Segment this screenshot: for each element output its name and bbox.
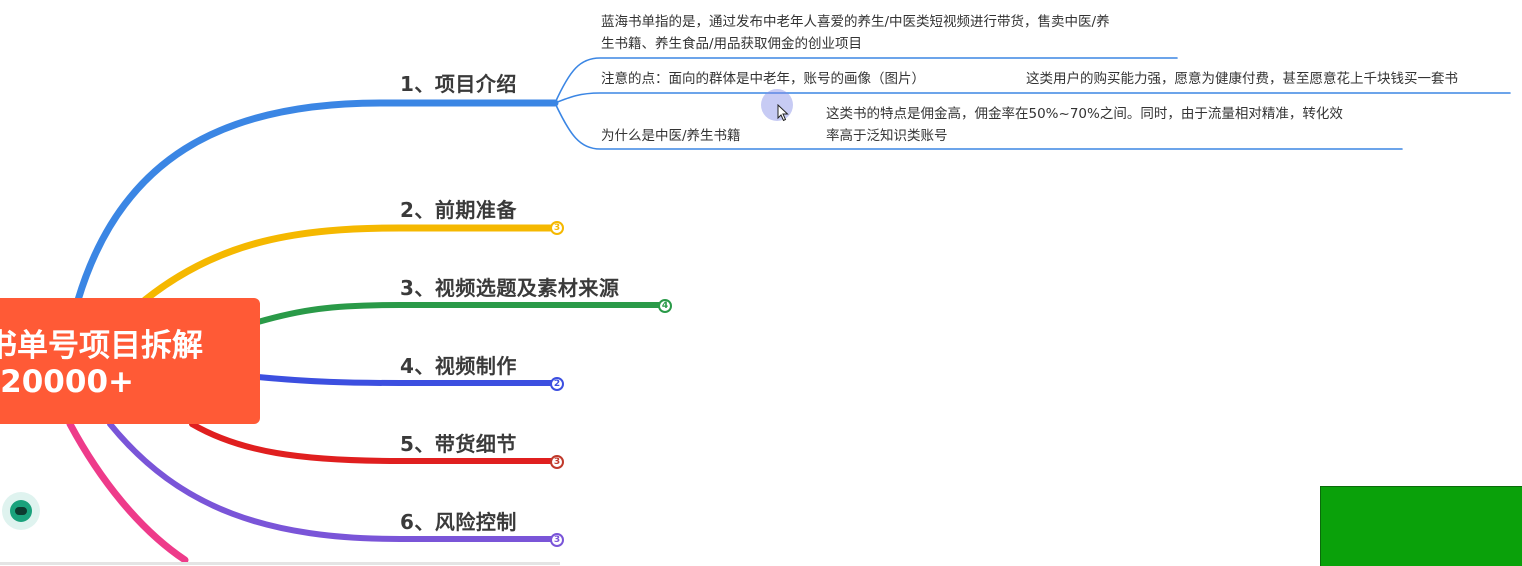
cursor-arrow-icon: [777, 104, 789, 122]
why-note-connector: [554, 102, 1403, 150]
branch-5-collapse-count[interactable]: 3: [550, 455, 564, 469]
branch-7-connector: [66, 420, 189, 564]
cursor-highlight: [761, 89, 793, 121]
branch-3-label[interactable]: 3、视频选题及素材来源: [400, 276, 620, 300]
branch-3-connector: [255, 302, 663, 325]
why-note[interactable]: 为什么是中医/养生书籍: [601, 128, 741, 144]
root-title-line2: ]20000+: [0, 364, 134, 400]
bottom-divider: [0, 562, 560, 565]
intro-note-line1[interactable]: 蓝海书单指的是，通过发布中老年人喜爱的养生/中医类短视频进行带货，售卖中医/养: [601, 14, 1110, 30]
why-detail-line1[interactable]: 这类书的特点是佣金高，佣金率在50%~70%之间。同时，由于流量相对精准，转化效: [826, 106, 1343, 122]
branch-2-connector: [141, 224, 556, 304]
why-detail-line2[interactable]: 率高于泛知识类账号: [826, 128, 948, 144]
branch-2-collapse-count[interactable]: 3: [550, 221, 564, 235]
branch-5-connector: [189, 421, 555, 464]
branch-1-label[interactable]: 1、项目介绍: [400, 72, 517, 96]
assistant-robot-icon[interactable]: [2, 492, 40, 530]
focus-note-connector: [554, 92, 1511, 104]
branch-4-collapse-count[interactable]: 2: [550, 377, 564, 391]
branch-6-label[interactable]: 6、风险控制: [400, 510, 517, 534]
branch-4-connector: [255, 374, 555, 386]
root-title-line1: 书单号项目拆解: [0, 328, 203, 364]
intro-note-connector: [554, 57, 1178, 104]
root-topic[interactable]: 书单号项目拆解 ]20000+: [0, 298, 260, 424]
branch-4-label[interactable]: 4、视频制作: [400, 354, 517, 378]
focus-detail-note[interactable]: 这类用户的购买能力强，愿意为健康付费，甚至愿意花上千块钱买一套书: [1026, 71, 1458, 87]
branch-6-collapse-count[interactable]: 3: [550, 533, 564, 547]
focus-note[interactable]: 注意的点：面向的群体是中老年，账号的画像（图片）: [601, 71, 925, 87]
branch-3-collapse-count[interactable]: 4: [658, 299, 672, 313]
branch-5-label[interactable]: 5、带货细节: [400, 432, 517, 456]
intro-note-line2[interactable]: 生书籍、养生食品/用品获取佣金的创业项目: [601, 36, 863, 52]
green-overlay-block: [1320, 486, 1522, 566]
branch-2-label[interactable]: 2、前期准备: [400, 198, 517, 222]
branch-1-connector: [74, 99, 559, 304]
branch-6-connector: [107, 421, 555, 542]
